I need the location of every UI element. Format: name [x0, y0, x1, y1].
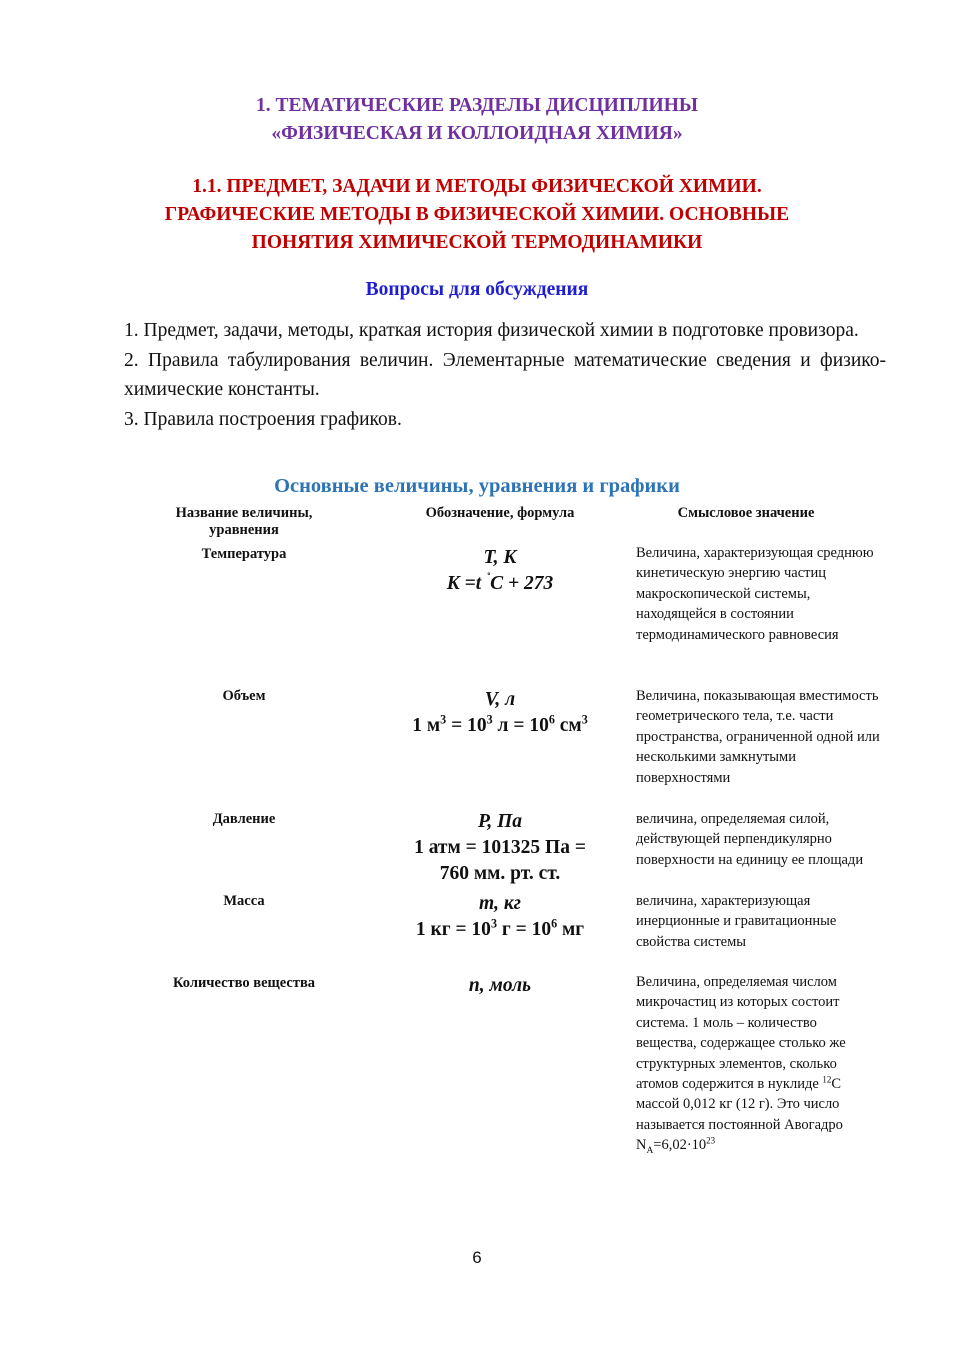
temperature-symbol: T, K [483, 547, 517, 568]
questions-heading: Вопросы для обсуждения [365, 279, 589, 300]
row-pressure-name: Давление [212, 811, 276, 827]
page-number: 6 [472, 1248, 482, 1267]
section-title: 1.1. ПРЕДМЕТ, ЗАДАЧИ И МЕТОДЫ ФИЗИЧЕСКОЙ… [0, 173, 954, 257]
mass-symbol: m, кг [479, 893, 521, 914]
section-title-line-2: ГРАФИЧЕСКИЕ МЕТОДЫ В ФИЗИЧЕСКОЙ ХИМИИ. О… [164, 204, 790, 225]
pressure-symbol: P, Па [477, 811, 523, 832]
discipline-title-line-1: 1. ТЕМАТИЧЕСКИЕ РАЗДЕЛЫ ДИСЦИПЛИНЫ [255, 95, 699, 116]
row-pressure-formula: P, Па 1 атм = 101325 Па = 760 мм. рт. ст… [385, 809, 615, 887]
table-header-formula: Обозначение, формула [425, 505, 575, 521]
question-item-3: 3. Правила построения графиков. [124, 408, 402, 430]
row-pressure-meaning: величина, определяемая силой, действующе… [636, 811, 864, 868]
row-volume-name: Объем [222, 688, 266, 704]
row-amount-meaning: Величина, определяемая числом микрочасти… [636, 972, 881, 1156]
pressure-conversion-2: 760 мм. рт. ст. [439, 863, 561, 884]
question-item-2: 2. Правила табулирования величин. Элемен… [124, 349, 886, 401]
volume-symbol: V, л [484, 689, 516, 710]
row-temperature-formula: T, K K =t ˚C + 273 [385, 545, 615, 597]
volume-conversion: 1 м3 = 103 л = 106 см3 [412, 712, 588, 736]
temperature-conversion: K =t ˚C + 273 [446, 570, 554, 594]
row-amount-name: Количество вещества [172, 975, 316, 991]
table-header-meaning: Смысловое значение [677, 505, 815, 521]
row-mass-formula: m, кг 1 кг = 103 г = 106 мг [385, 891, 615, 943]
row-temperature-meaning: Величина, характеризующая среднюю кинети… [636, 545, 874, 643]
table-header-name: Название величины, уравнения [175, 505, 313, 538]
row-temperature-name: Температура [201, 546, 287, 562]
section-title-line-3: ПОНЯТИЯ ХИМИЧЕСКОЙ ТЕРМОДИНАМИКИ [251, 232, 703, 253]
section-title-line-1: 1.1. ПРЕДМЕТ, ЗАДАЧИ И МЕТОДЫ ФИЗИЧЕСКОЙ… [192, 176, 762, 197]
avogadro-constant: NA=6,02·1023 [636, 1135, 716, 1157]
amount-symbol: n, моль [468, 975, 532, 996]
table-heading: Основные величины, уравнения и графики [274, 475, 680, 497]
discipline-title-line-2: «ФИЗИЧЕСКАЯ И КОЛЛОИДНАЯ ХИМИЯ» [271, 123, 683, 144]
row-mass-name: Масса [223, 893, 265, 909]
pressure-conversion-1: 1 атм = 101325 Па = [414, 837, 586, 858]
mass-conversion: 1 кг = 103 г = 106 мг [415, 916, 585, 940]
row-mass-meaning: величина, характеризующая инерционные и … [636, 893, 837, 950]
row-amount-formula: n, моль [385, 973, 615, 999]
questions-list: 1. Предмет, задачи, методы, краткая исто… [124, 316, 886, 434]
row-volume-meaning: Величина, показывающая вместимость геоме… [636, 688, 880, 786]
row-volume-formula: V, л 1 м3 = 103 л = 106 см3 [385, 687, 615, 739]
discipline-title: 1. ТЕМАТИЧЕСКИЕ РАЗДЕЛЫ ДИСЦИПЛИНЫ «ФИЗИ… [0, 92, 954, 148]
question-item-1: 1. Предмет, задачи, методы, краткая исто… [124, 320, 859, 341]
